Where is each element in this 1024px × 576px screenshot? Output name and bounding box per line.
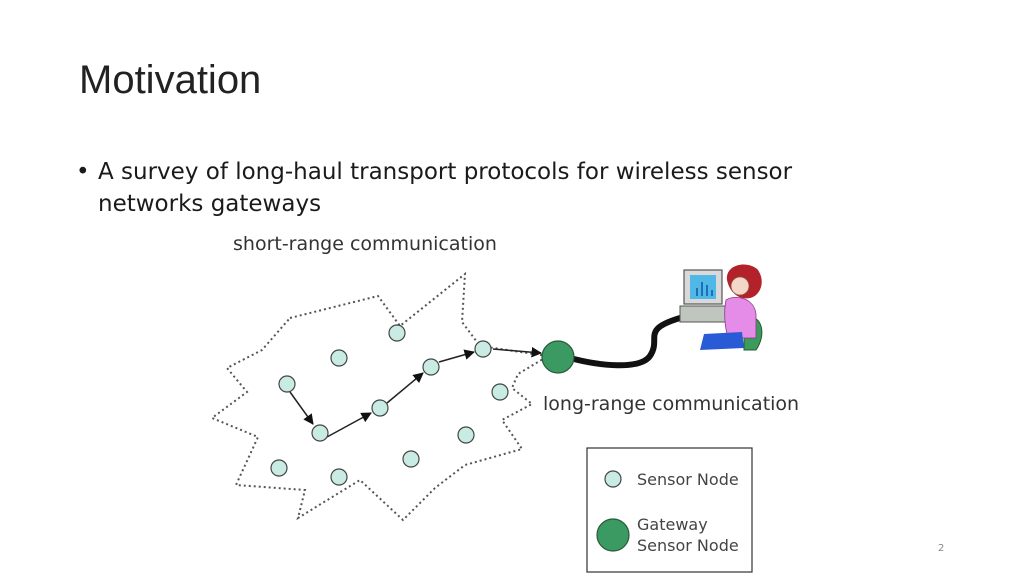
desk xyxy=(679,305,729,323)
sensor-node xyxy=(422,358,440,376)
bullet-marker: • xyxy=(76,159,90,185)
bullet-text: A survey of long-haul transport protocol… xyxy=(98,159,793,217)
sensor-node xyxy=(330,468,348,486)
sensor-node xyxy=(474,340,492,358)
sensor-node xyxy=(457,426,475,444)
route-arrow xyxy=(289,391,314,425)
sensor-node xyxy=(491,383,509,401)
route-arrow xyxy=(492,346,543,358)
person-legs xyxy=(700,332,744,350)
sensor-nodes xyxy=(270,324,509,486)
slide-title: Motivation xyxy=(79,58,262,102)
legend-sensor-label: Sensor Node xyxy=(637,470,739,489)
route-arrow xyxy=(438,349,476,363)
long-range-label: long-range communication xyxy=(543,393,800,415)
sensor-node xyxy=(278,375,296,393)
legend-gateway-line1: Gateway xyxy=(637,515,708,534)
sensor-node xyxy=(371,399,389,417)
page-number: 2 xyxy=(938,543,945,554)
legend-gateway-label: Gateway Sensor Node xyxy=(637,514,739,556)
sensor-node xyxy=(330,349,348,367)
route-arrow xyxy=(326,412,372,438)
route-arrow xyxy=(386,372,424,404)
routing-path xyxy=(289,346,543,438)
bullet-item: • A survey of long-haul transport protoc… xyxy=(76,156,876,220)
person-shirt xyxy=(724,297,757,339)
user-workstation-icon xyxy=(679,264,763,351)
person-head xyxy=(730,276,750,296)
sensor-node xyxy=(402,450,420,468)
sensor-node xyxy=(311,424,329,442)
gateway-node xyxy=(541,340,575,374)
sensor-node xyxy=(270,459,288,477)
short-range-label: short-range communication xyxy=(233,233,497,255)
legend-gateway-line2: Sensor Node xyxy=(637,536,739,555)
legend-sensor-icon xyxy=(604,470,622,488)
sensor-node xyxy=(388,324,406,342)
legend xyxy=(586,447,753,573)
legend-gateway-icon xyxy=(596,518,630,552)
